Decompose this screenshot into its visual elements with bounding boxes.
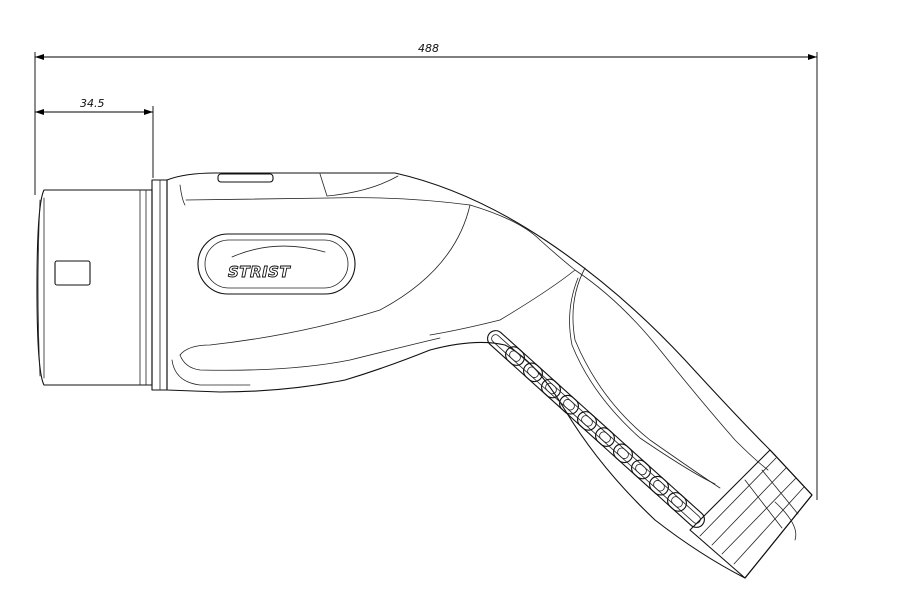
- cable-strain-relief: [689, 449, 813, 579]
- connector-body: STRIST: [166, 172, 813, 579]
- grip-ridge: [667, 492, 705, 528]
- grip-ridge: [487, 330, 525, 366]
- grip-ridge: [613, 443, 651, 480]
- logo-plate: [197, 233, 356, 295]
- grip-ridge: [649, 475, 687, 512]
- grip-ridge: [505, 346, 543, 383]
- grip-ridges: [487, 330, 705, 528]
- grip-ridge: [631, 459, 669, 496]
- latch-window: [54, 260, 91, 286]
- head-length-label: 34.5: [80, 97, 105, 110]
- grip-ridge: [595, 427, 633, 464]
- overall-dimension: 488: [34, 42, 818, 500]
- release-button: [217, 173, 274, 183]
- connector-head: [36, 179, 168, 391]
- collar-ring: [151, 179, 168, 391]
- grip-ridge: [577, 411, 615, 447]
- brand-logo-text: STRIST: [228, 263, 291, 281]
- grip-ridge: [559, 394, 597, 431]
- overall-length-label: 488: [418, 42, 439, 55]
- head-dimension: 34.5: [35, 97, 154, 178]
- grip-ridge: [523, 362, 561, 399]
- grip-ridge: [541, 378, 579, 415]
